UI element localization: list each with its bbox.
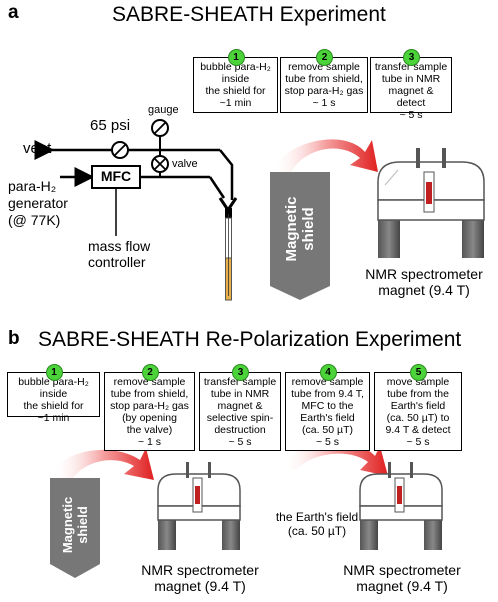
magnetic-shield-a (270, 172, 330, 300)
sample-tube-icon (218, 197, 238, 301)
panel-b-step-3: 3 transfer sample tube in NMR magnet & s… (199, 364, 281, 451)
step-1-badge: 1 (227, 49, 245, 66)
panel-b-letter: b (8, 328, 20, 349)
gas-line-supply (60, 167, 226, 199)
nmr-b2-label: NMR spectrometer magnet (9.4 T) (343, 562, 461, 594)
gauge-icon (111, 141, 129, 159)
panel-b-step-2: 2 remove sample tube from shield, stop p… (104, 364, 195, 451)
step-2-badge: 2 (141, 364, 159, 381)
psi-label: 65 psi (90, 117, 131, 134)
step-2-badge: 2 (316, 49, 333, 66)
pressure-gauge-icon (151, 119, 169, 150)
panel-a-title: SABRE-SHEATH Experiment (112, 3, 386, 26)
earth-field-label: the Earth's field (ca. 50 µT) (275, 510, 359, 538)
step-3-badge: 3 (403, 49, 420, 66)
transfer-arrow-b1 (52, 448, 154, 486)
panel-b-step-5: 5 move sample tube from the Earth's fiel… (374, 364, 462, 451)
generator-label: para-H₂ generator (@ 77K) (8, 178, 68, 228)
step-1-text: bubble para-H₂ inside the shield for ~1 … (200, 61, 271, 109)
step-3-badge: 3 (232, 364, 249, 381)
shield-a-label: Magnetic shield (283, 196, 317, 262)
mass-flow-label: mass flow controller (88, 238, 151, 270)
step-3-text: transfer sample tube in NMR magnet & det… (374, 61, 448, 121)
panel-b-step-1: 1 bubble para-H₂ inside the shield for ~… (7, 364, 100, 424)
step-5-badge: 5 (410, 364, 427, 381)
panel-a-letter: a (8, 2, 19, 23)
nmr-magnet-b2 (359, 462, 443, 550)
step-2-text: remove sample tube from shield, stop par… (110, 376, 189, 448)
nmr-magnet-a (377, 148, 485, 258)
step-4-badge: 4 (319, 364, 337, 381)
step-1-text: bubble para-H₂ inside the shield for ~1 … (18, 376, 89, 424)
vent-label: vent (23, 140, 52, 157)
valve-icon (151, 150, 169, 177)
nmr-b1-label: NMR spectrometer magnet (9.4 T) (141, 562, 259, 594)
gauge-label: gauge (148, 104, 179, 116)
shield-b-label: Magnetic shield (60, 496, 90, 554)
nmr-a-label: NMR spectrometer magnet (9.4 T) (365, 266, 483, 298)
step-2-text: remove sample tube from shield, stop par… (284, 61, 364, 109)
panel-a-step-2: 2 remove sample tube from shield, stop p… (280, 49, 368, 113)
panel-b-title: SABRE-SHEATH Re-Polarization Experiment (38, 328, 462, 351)
valve-label: valve (172, 158, 198, 170)
mfc-label: MFC (100, 168, 132, 184)
panel-b-step-4: 4 remove sample tube from 9.4 T, MFC to … (285, 364, 370, 451)
transfer-arrow-a (272, 139, 378, 178)
step-4-text: remove sample tube from 9.4 T, MFC to th… (291, 376, 364, 448)
step-5-text: move sample tube from the Earth's field … (385, 376, 451, 448)
nmr-magnet-b1 (157, 462, 241, 550)
panel-a-step-3: 3 transfer sample tube in NMR magnet & d… (370, 49, 452, 121)
step-3-text: transfer sample tube in NMR magnet & sel… (203, 376, 277, 448)
gas-line-vent (34, 140, 234, 200)
magnetic-shield-b (50, 478, 100, 578)
panel-a-step-1: 1 bubble para-H₂ inside the shield for ~… (193, 49, 278, 113)
step-1-badge: 1 (45, 364, 63, 381)
